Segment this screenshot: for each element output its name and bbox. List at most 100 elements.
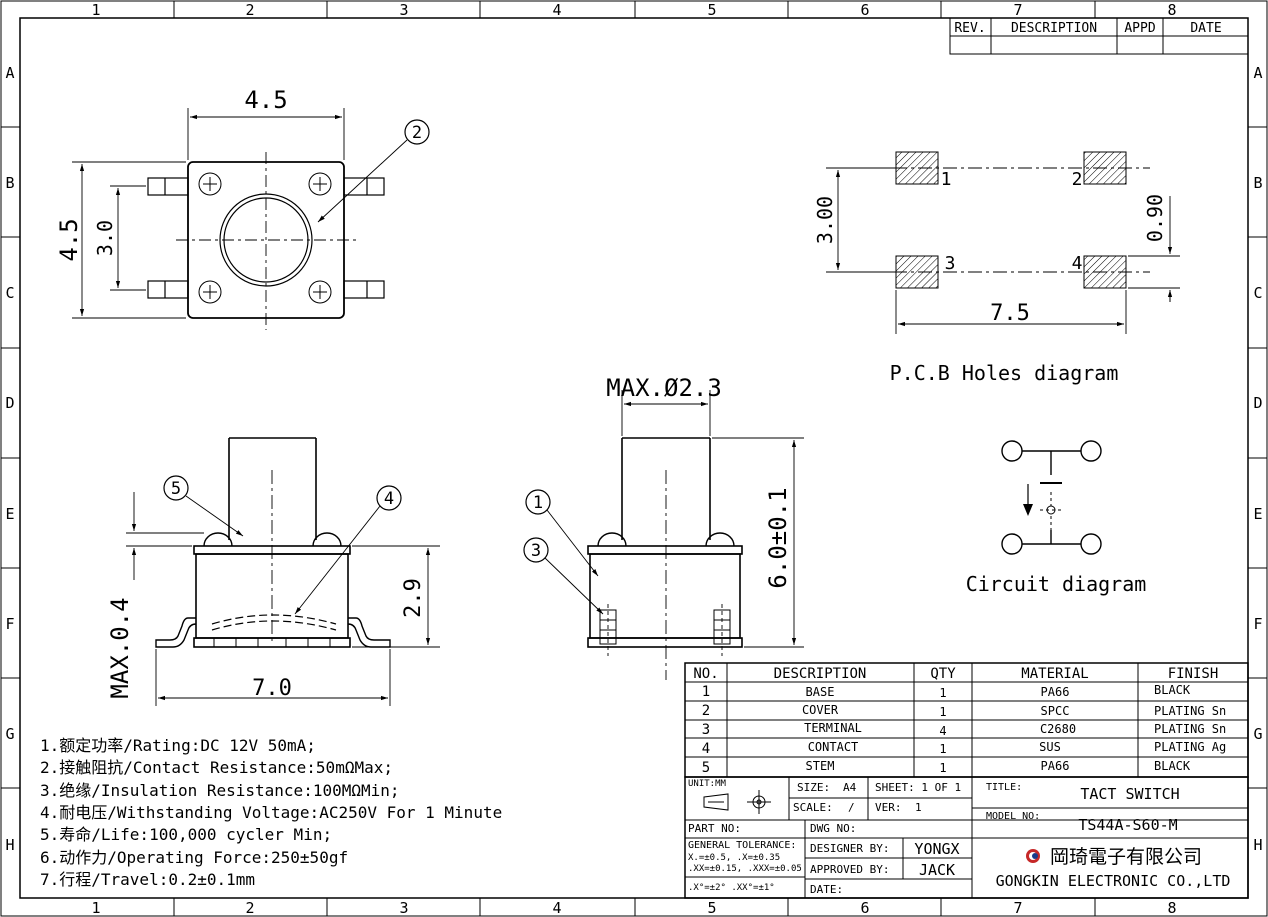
bom-row: 3 TERMINAL 4 C2680 PLATING Sn: [702, 721, 1226, 738]
bom-row: 4 CONTACT 1 SUS PLATING Ag: [702, 740, 1226, 757]
bom-finish: BLACK: [1154, 759, 1191, 773]
model-label: MODEL NO:: [986, 811, 1040, 822]
company-name-cn: 岡琦電子有限公司: [1050, 846, 1202, 868]
bom-desc: TERMINAL: [804, 721, 862, 735]
col-label: 5: [707, 899, 716, 917]
approved-label: APPROVED BY:: [810, 863, 889, 876]
side-max-dim: MAX.0.4: [106, 597, 134, 698]
row-label: C: [5, 284, 14, 302]
col-label: 6: [860, 1, 869, 19]
row-label: H: [5, 836, 14, 854]
bom-no: 3: [702, 722, 710, 738]
bom-qty: 1: [939, 686, 946, 700]
bom-qty: 4: [939, 724, 946, 738]
bom-desc: COVER: [802, 703, 839, 717]
bom-header-material: MATERIAL: [1021, 666, 1088, 682]
row-label: E: [5, 505, 14, 523]
size-value: A4: [843, 781, 857, 794]
ver-label: VER:: [875, 801, 902, 814]
note-line: 7.行程/Travel:0.2±0.1mm: [40, 870, 255, 889]
pcb-text: 3.00 0.90 7.5 1 2 3 4 P.C.B Holes diagra…: [813, 169, 1167, 385]
scale-label: SCALE:: [793, 801, 833, 814]
side-view-text: 7.0 2.9 MAX.0.4 5 4: [106, 479, 426, 701]
col-label: 1: [91, 899, 100, 917]
company-name-en: GONGKIN ELECTRONIC CO.,LTD: [996, 872, 1231, 890]
callout-3-label: 3: [531, 541, 541, 561]
pcb-height-dim: 3.00: [813, 196, 837, 244]
row-label: A: [1253, 64, 1262, 82]
row-label: F: [1253, 615, 1262, 633]
row-label: C: [1253, 284, 1262, 302]
bom-qty: 1: [939, 761, 946, 775]
bom-desc: STEM: [806, 759, 835, 773]
callout-4-label: 4: [384, 489, 394, 509]
bom-no: 2: [702, 703, 710, 719]
top-view: [72, 108, 430, 330]
pin-label: 2: [1072, 169, 1083, 190]
row-label: B: [1253, 174, 1262, 192]
pin-label: 1: [941, 169, 952, 190]
approved-value: JACK: [919, 861, 955, 879]
bom-header-description: DESCRIPTION: [774, 666, 867, 682]
bom-row: 5 STEM 1 PA66 BLACK: [702, 759, 1191, 776]
tolerance-line: .XX=±0.15, .XXX=±0.05: [688, 864, 802, 874]
date-label: DATE:: [810, 883, 843, 896]
pin-label: 4: [1072, 253, 1083, 274]
note-line: 1.额定功率/Rating:DC 12V 50mA;: [40, 736, 316, 755]
bom-finish: PLATING Ag: [1154, 740, 1226, 754]
callout-5-label: 5: [171, 479, 181, 499]
bom-material: SUS: [1039, 740, 1061, 754]
pin-label: 3: [945, 253, 956, 274]
frame-labels: 1 2 3 4 5 6 7 8 1 2 3 4 5 6 7 8 A B C D …: [5, 1, 1262, 917]
col-label: 2: [245, 1, 254, 19]
rev-header: REV.: [954, 21, 985, 36]
bom-material: PA66: [1041, 685, 1070, 699]
total-height-dim: 6.0±0.1: [764, 487, 792, 588]
pcb-caption: P.C.B Holes diagram: [890, 361, 1119, 385]
side-view: [126, 437, 440, 706]
note-line: 2.接触阻抗/Contact Resistance:50mΩMax;: [40, 758, 393, 777]
row-label: D: [1253, 394, 1262, 412]
side-width-dim: 7.0: [252, 676, 292, 701]
col-label: 8: [1167, 899, 1176, 917]
bom-finish: PLATING Sn: [1154, 722, 1226, 736]
pcb-width-dim: 7.5: [990, 301, 1030, 326]
bom-no: 4: [702, 741, 710, 757]
model-value: TS44A-S60-M: [1078, 816, 1177, 834]
tolerance-line: X.=±0.5, .X=±0.35: [688, 853, 780, 863]
bom-table: NO. DESCRIPTION QTY MATERIAL FINISH 1 BA…: [684, 662, 1249, 778]
bom-material: PA66: [1041, 759, 1070, 773]
bom-finish: BLACK: [1154, 683, 1191, 697]
row-label: D: [5, 394, 14, 412]
bom-desc: CONTACT: [808, 740, 859, 754]
row-label: A: [5, 64, 14, 82]
title-value: TACT SWITCH: [1080, 785, 1179, 803]
stem-diameter-dim: MAX.Ø2.3: [606, 374, 722, 402]
col-label: 7: [1013, 899, 1022, 917]
col-label: 5: [707, 1, 716, 19]
side-height-dim: 2.9: [401, 578, 426, 618]
bom-row: 2 COVER 1 SPCC PLATING Sn: [702, 703, 1226, 719]
top-pitch-dim: 3.0: [93, 220, 117, 256]
projection-symbol-icon: [703, 790, 771, 814]
company-logo-icon: [1026, 849, 1040, 863]
col-label: 1: [91, 1, 100, 19]
note-line: 4.耐电压/Withstanding Voltage:AC250V For 1 …: [40, 803, 502, 822]
dwg-no-label: DWG NO:: [810, 822, 856, 835]
row-label: G: [1253, 725, 1262, 743]
col-label: 3: [399, 1, 408, 19]
top-width-dim: 4.5: [244, 86, 287, 114]
title-label: TITLE:: [986, 782, 1022, 793]
note-line: 6.动作力/Operating Force:250±50gf: [40, 848, 348, 867]
designer-value: YONGX: [914, 840, 959, 858]
callout-1-label: 1: [533, 493, 543, 513]
bom-desc: BASE: [806, 685, 835, 699]
col-label: 6: [860, 899, 869, 917]
scale-value: /: [848, 801, 855, 814]
spec-notes: 1.额定功率/Rating:DC 12V 50mA; 2.接触阻抗/Contac…: [40, 736, 502, 889]
title-block: UNIT:MM SIZE: A4 SHEET: 1 OF 1 SCALE: / …: [684, 776, 1249, 899]
size-label: SIZE:: [797, 781, 830, 794]
bom-row: 1 BASE 1 PA66 BLACK: [702, 683, 1191, 700]
